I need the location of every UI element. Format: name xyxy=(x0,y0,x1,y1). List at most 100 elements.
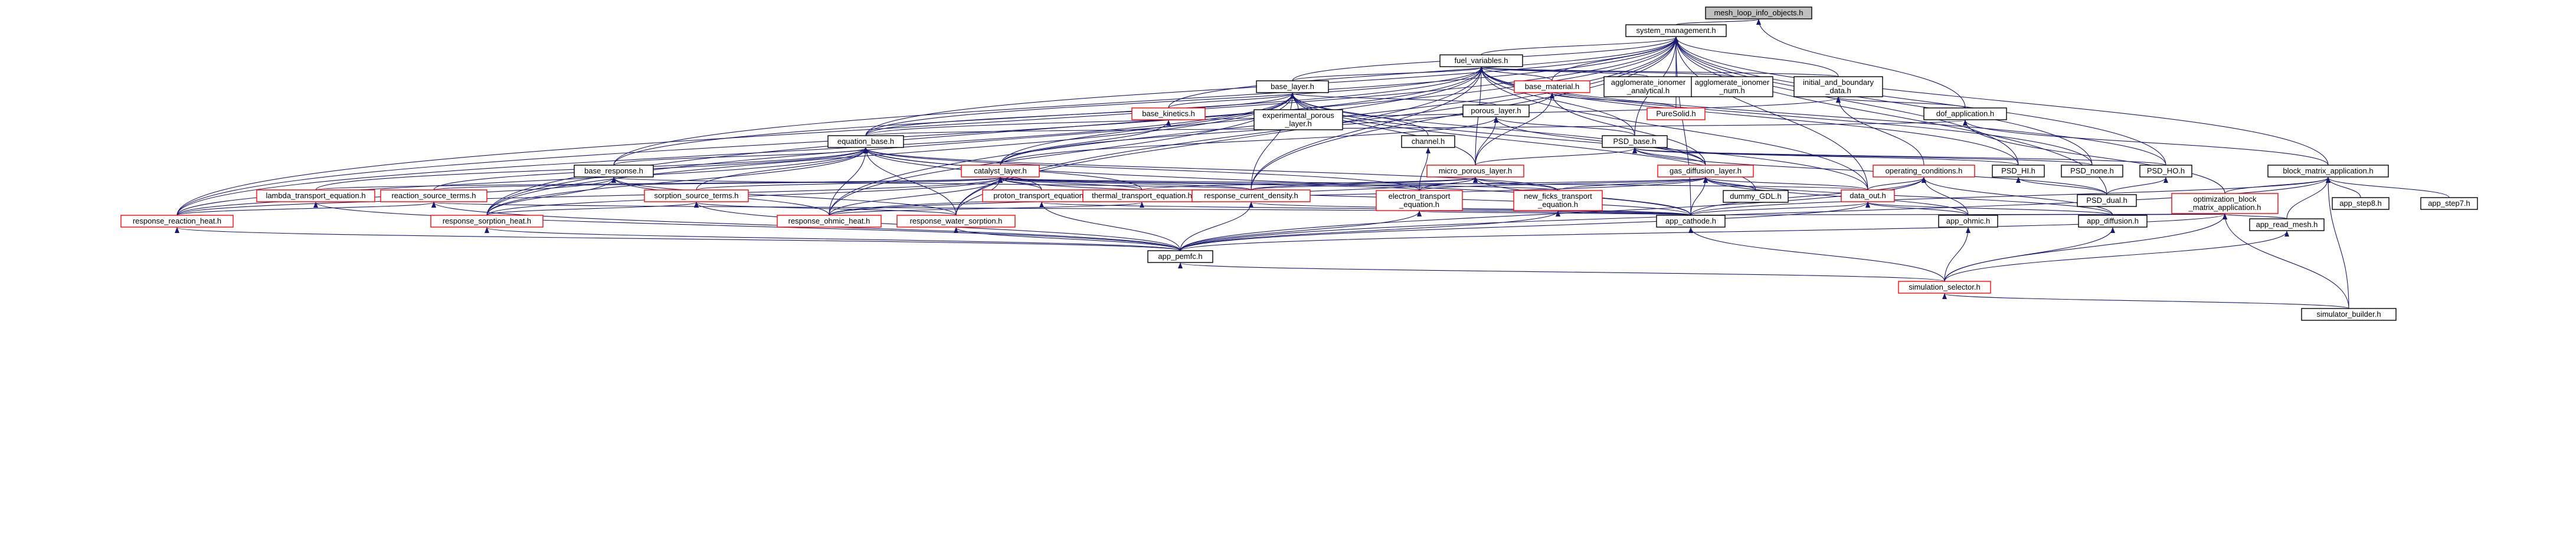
node-catalyst_layer[interactable]: catalyst_layer.h xyxy=(961,165,1040,178)
node-psd_dual[interactable]: PSD_dual.h xyxy=(2077,194,2137,207)
node-base_layer[interactable]: base_layer.h xyxy=(1256,80,1329,93)
edge-app_read_mesh-to-optim xyxy=(2223,214,2287,220)
node-optim[interactable]: optimization_block_matrix_application.h xyxy=(2171,193,2279,214)
node-app_pemfc[interactable]: app_pemfc.h xyxy=(1147,250,1213,263)
edge-app_pemfc-to-lambda xyxy=(313,202,1181,251)
node-resp_ohmic[interactable]: response_ohmic_heat.h xyxy=(777,215,882,228)
edge-resp_reaction-to-base_layer xyxy=(176,93,1295,216)
edge-catalyst_layer-to-base_layer xyxy=(1000,93,1295,166)
node-root[interactable]: mesh_loop_info_objects.h xyxy=(1705,6,1812,19)
node-box xyxy=(1439,54,1523,67)
edge-sim_selector-to-app_pemfc xyxy=(1178,262,1945,282)
node-sim_builder[interactable]: simulator_builder.h xyxy=(2301,308,2397,321)
node-reaction_src[interactable]: reaction_source_terms.h xyxy=(380,189,487,202)
edge-app_ohmic-to-data_out xyxy=(1865,202,1969,216)
node-label: app_read_mesh.h xyxy=(2256,220,2318,229)
node-porous_layer[interactable]: porous_layer.h xyxy=(1462,104,1530,117)
edge-app_cathode-to-proton xyxy=(1039,202,1691,216)
node-dummy_gdl[interactable]: dummy_GDL.h xyxy=(1723,190,1789,203)
node-label: proton_transport_equation.h xyxy=(993,191,1089,200)
node-box xyxy=(380,189,487,202)
edge-sim_selector-to-app_diffusion xyxy=(1944,227,2115,282)
edge-new_ficks-to-micro_porous xyxy=(1473,177,1559,191)
edge-electron-to-gas_diffusion xyxy=(1419,177,1708,191)
node-app_read_mesh[interactable]: app_read_mesh.h xyxy=(2249,218,2325,231)
node-resp_current[interactable]: response_current_density.h xyxy=(1192,189,1311,202)
node-psd_none[interactable]: PSD_none.h xyxy=(2061,165,2123,178)
node-exp_porous[interactable]: experimental_porous_layer.h xyxy=(1253,109,1343,130)
node-label: response_current_density.h xyxy=(1204,191,1298,200)
node-electron[interactable]: electron_transport_equation.h xyxy=(1376,190,1463,211)
edge-sim_selector-to-app_cathode xyxy=(1688,227,1945,282)
edge-puresolid-to-base_material xyxy=(1550,93,1677,109)
node-data_out[interactable]: data_out.h xyxy=(1841,189,1895,202)
edge-app_cathode-to-data_out xyxy=(1690,202,1870,216)
node-psd_hi[interactable]: PSD_HI.h xyxy=(1992,165,2045,178)
node-puresolid[interactable]: PureSolid.h xyxy=(1647,107,1706,120)
node-box xyxy=(1647,107,1706,120)
node-sorption_src[interactable]: sorption_source_terms.h xyxy=(644,189,749,202)
node-box xyxy=(2301,308,2397,321)
edge-resp_reaction-to-equation_base xyxy=(176,147,868,216)
node-label: catalyst_layer.h xyxy=(974,166,1027,175)
edge-initial-to-fuel xyxy=(1479,67,1839,77)
node-agg_anal[interactable]: agglomerate_ionomer_analytical.h xyxy=(1603,76,1693,97)
node-box xyxy=(1705,6,1812,19)
edge-sim_builder-to-optim xyxy=(2223,214,2349,309)
node-channel[interactable]: channel.h xyxy=(1401,135,1455,148)
node-initial[interactable]: initial_and_boundary_data.h xyxy=(1793,76,1883,97)
node-psd_ho[interactable]: PSD_HO.h xyxy=(2139,165,2192,178)
node-lambda[interactable]: lambda_transport_equation.h xyxy=(256,189,375,202)
node-box xyxy=(2061,165,2123,178)
node-new_ficks[interactable]: new_ficks_transport_equation.h xyxy=(1513,190,1603,211)
edge-sorption_src-to-equation_base xyxy=(696,147,868,191)
edge-new_ficks-to-equation_base xyxy=(863,147,1559,191)
edge-psd_ho-to-psd_base xyxy=(1632,147,2166,166)
node-base_response[interactable]: base_response.h xyxy=(574,165,654,178)
edge-psd_dual-to-psd_hi xyxy=(2016,177,2107,195)
node-label: PSD_HO.h xyxy=(2147,166,2185,175)
node-box xyxy=(574,165,654,178)
node-agg_num[interactable]: agglomerate_ionomer_num.h xyxy=(1691,76,1773,97)
node-app_ohmic[interactable]: app_ohmic.h xyxy=(1938,215,1998,228)
edge-base_material-to-sysm xyxy=(1552,37,1678,81)
node-label: app_step7.h xyxy=(2428,199,2470,208)
node-equation_base[interactable]: equation_base.h xyxy=(827,135,904,148)
node-dof[interactable]: dof_application.h xyxy=(1923,107,2007,120)
node-sim_selector[interactable]: simulation_selector.h xyxy=(1898,281,1991,294)
node-box xyxy=(1691,76,1773,97)
node-sysm[interactable]: system_management.h xyxy=(1625,24,1727,37)
node-resp_sorption[interactable]: response_sorption_heat.h xyxy=(430,215,544,228)
node-gas_diffusion[interactable]: gas_diffusion_layer.h xyxy=(1657,165,1754,178)
node-resp_reaction[interactable]: response_reaction_heat.h xyxy=(120,215,234,228)
node-operating[interactable]: operating_conditions.h xyxy=(1873,165,1975,178)
node-thermal[interactable]: thermal_transport_equation.h xyxy=(1082,189,1202,202)
edge-data_out-to-gas_diffusion xyxy=(1703,177,1868,191)
node-base_kinetics[interactable]: base_kinetics.h xyxy=(1131,107,1206,120)
node-base_material[interactable]: base_material.h xyxy=(1514,80,1590,93)
node-app_diffusion[interactable]: app_diffusion.h xyxy=(2078,215,2148,228)
node-label: agglomerate_ionomer xyxy=(1611,78,1686,87)
edge-sim_selector-to-app_ohmic xyxy=(1944,227,1971,282)
edge-app_cathode-to-sysm xyxy=(1674,37,1691,216)
node-psd_base[interactable]: PSD_base.h xyxy=(1602,135,1668,148)
edge-agg_anal-to-fuel xyxy=(1479,67,1649,77)
edge-resp_water-to-sorption_src xyxy=(694,202,957,216)
node-resp_water[interactable]: response_water_sorption.h xyxy=(896,215,1016,228)
node-app_cathode[interactable]: app_cathode.h xyxy=(1656,215,1726,228)
node-proton[interactable]: proton_transport_equation.h xyxy=(982,189,1101,202)
node-block_matrix[interactable]: block_matrix_application.h xyxy=(2267,165,2389,178)
edge-psd_dual-to-psd_base xyxy=(1632,147,2107,195)
node-app_step8[interactable]: app_step8.h xyxy=(2332,197,2390,210)
node-micro_porous[interactable]: micro_porous_layer.h xyxy=(1426,165,1524,178)
edge-new_ficks-to-gas_diffusion xyxy=(1557,177,1708,191)
node-app_step7[interactable]: app_step7.h xyxy=(2420,197,2478,210)
node-label: _analytical.h xyxy=(1626,86,1670,95)
edge-app_pemfc-to-resp_reaction xyxy=(175,227,1181,251)
edge-base_layer-to-fuel xyxy=(1292,67,1484,81)
node-box xyxy=(1923,107,2007,120)
edge-psd_ho-to-sysm xyxy=(1674,37,2166,166)
edge-porous_layer-to-base_layer xyxy=(1290,93,1497,106)
node-fuel[interactable]: fuel_variables.h xyxy=(1439,54,1523,67)
node-label: dof_application.h xyxy=(1936,109,1994,118)
